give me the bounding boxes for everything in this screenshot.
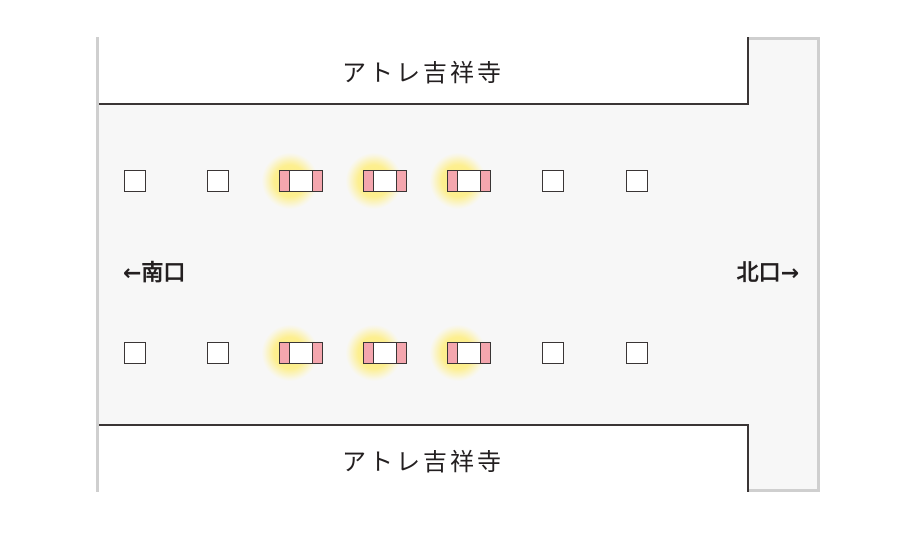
lamp-body [457,343,481,363]
north-exit-label: 北口→ [736,261,799,286]
station-map: アトレ吉祥寺 ←南口 北口→ [96,37,820,492]
pillar [542,342,564,364]
lamp-cap [481,171,490,191]
building-bottom-label: アトレ吉祥寺 [342,447,504,476]
pillar [626,342,648,364]
lamp-cap [397,171,406,191]
lamp-cap [448,343,457,363]
lamp-cap [313,171,322,191]
lamp-cap [280,343,289,363]
lamp-body [289,171,313,191]
building-top-label: アトレ吉祥寺 [342,58,504,87]
lamp-cap [280,171,289,191]
building-bottom: アトレ吉祥寺 [99,424,749,492]
south-exit-label: ←南口 [123,261,186,286]
lamp-cap [481,343,490,363]
lit-lamp [363,170,407,192]
lamp-cap [364,343,373,363]
lit-lamp [447,342,491,364]
lamp-body [373,171,397,191]
lamp-body [457,171,481,191]
lit-lamp [363,342,407,364]
lit-lamp [279,342,323,364]
lamp-cap [397,343,406,363]
pillar [207,342,229,364]
pillar [124,170,146,192]
lamp-body [289,343,313,363]
pillar [626,170,648,192]
lamp-cap [313,343,322,363]
lit-lamp [279,170,323,192]
lit-lamp [447,170,491,192]
pillar [207,170,229,192]
pillar [542,170,564,192]
building-top: アトレ吉祥寺 [99,37,749,105]
lamp-cap [364,171,373,191]
lamp-body [373,343,397,363]
lamp-cap [448,171,457,191]
pillar [124,342,146,364]
